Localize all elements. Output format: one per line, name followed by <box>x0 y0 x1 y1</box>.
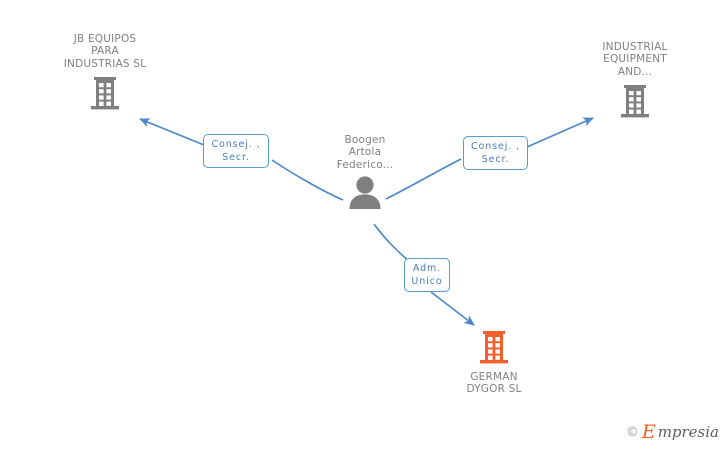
brand-name: mpresia <box>657 423 719 441</box>
node-person-center[interactable]: Boogen Artola Federico... <box>295 134 435 210</box>
node-company-left-label: JB EQUIPOS PARA INDUSTRIAS SL <box>63 33 147 70</box>
edge-arrow-left-company <box>139 118 205 146</box>
edge-line-person-to-bottom-label <box>373 223 410 262</box>
brand-initial: E <box>641 421 656 443</box>
copyright-icon: © <box>625 425 639 440</box>
edge-arrow-bottom-company <box>430 291 475 326</box>
building-icon[interactable] <box>424 328 564 366</box>
node-company-left[interactable]: JB EQUIPOS PARA INDUSTRIAS SL <box>35 33 175 112</box>
edge-label-left[interactable]: Consej. , Secr. <box>203 134 269 168</box>
edge-label-right[interactable]: Consej. , Secr. <box>463 136 528 170</box>
empresia-watermark: © E mpresia <box>626 423 719 442</box>
node-person-center-label: Boogen Artola Federico... <box>336 134 394 171</box>
person-icon[interactable] <box>295 174 435 210</box>
edge-arrow-right-company <box>526 117 594 148</box>
building-icon[interactable] <box>35 74 175 112</box>
node-company-bottom[interactable]: GERMAN DYGOR SL <box>424 328 564 396</box>
node-company-right-label: INDUSTRIAL EQUIPMENT AND... <box>602 41 668 78</box>
building-icon[interactable] <box>565 82 705 120</box>
edge-label-bottom[interactable]: Adm. Unico <box>404 258 450 292</box>
node-company-right[interactable]: INDUSTRIAL EQUIPMENT AND... <box>565 41 705 120</box>
node-company-bottom-label: GERMAN DYGOR SL <box>466 371 522 396</box>
